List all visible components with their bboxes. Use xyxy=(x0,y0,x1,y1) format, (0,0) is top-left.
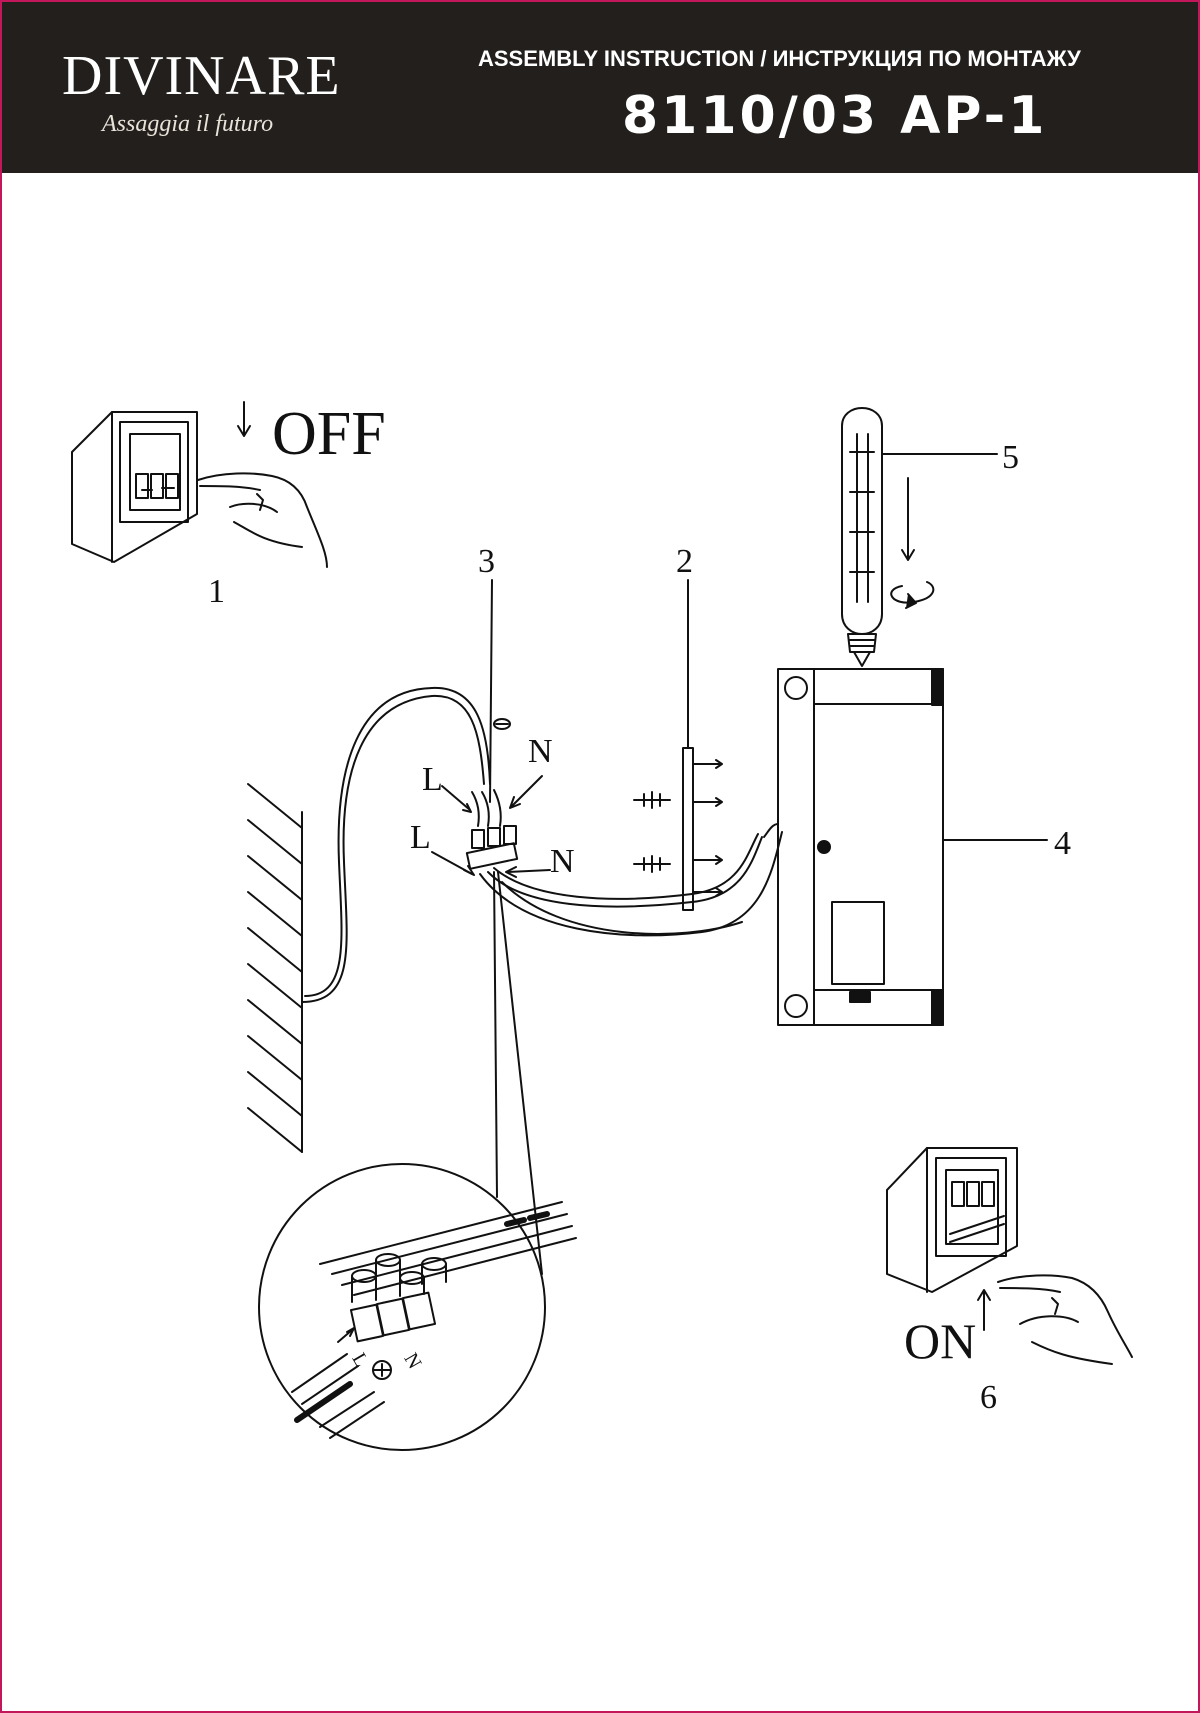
wire-n-label: N xyxy=(528,733,553,770)
bulb-icon xyxy=(841,407,883,667)
model-number: 8110/03 AP-1 xyxy=(622,86,1048,146)
terminal-n-label: N xyxy=(550,843,575,880)
brand-logo: DIVINARE xyxy=(62,45,341,107)
switch-box-off-icon xyxy=(71,411,198,563)
header-banner: DIVINARE Assaggia il futuro ASSEMBLY INS… xyxy=(2,2,1198,173)
step-4-label: 4 xyxy=(1054,825,1071,862)
hand-off-icon xyxy=(197,472,328,568)
wire-leader-lines xyxy=(431,579,551,1275)
lamp-cables-icon xyxy=(479,831,783,937)
arrow-up-on-icon xyxy=(977,1289,991,1331)
arrow-down-off-icon xyxy=(237,401,251,437)
connection-detail-icon xyxy=(258,1163,577,1451)
terminal-l-label: L xyxy=(410,819,431,856)
switch-box-on-icon xyxy=(886,1147,1018,1293)
callout-lines xyxy=(881,453,1048,841)
terminal-block-icon xyxy=(465,718,519,870)
mounting-bracket-icon xyxy=(633,579,723,911)
detail-n-label: N xyxy=(399,1349,425,1373)
step-3-label: 3 xyxy=(478,543,495,580)
off-label: OFF xyxy=(272,400,386,468)
step-5-label: 5 xyxy=(1002,439,1019,476)
on-label: ON xyxy=(904,1313,976,1369)
step-2-label: 2 xyxy=(676,543,693,580)
brand-tagline: Assaggia il futuro xyxy=(102,111,274,137)
install-arrows-icon xyxy=(890,477,935,609)
wall-icon xyxy=(247,783,303,1153)
step-6-label: 6 xyxy=(980,1379,997,1416)
wire-l-label: L xyxy=(422,761,443,798)
lamp-body-icon xyxy=(763,668,944,1026)
mains-cable-icon xyxy=(301,686,491,1003)
detail-l-label: L xyxy=(347,1349,372,1371)
document-title: ASSEMBLY INSTRUCTION / ИНСТРУКЦИЯ ПО МОН… xyxy=(478,46,1081,71)
hand-on-icon xyxy=(997,1274,1133,1365)
step-1-label: 1 xyxy=(208,573,225,610)
assembly-diagram: OFF 1 3 2 5 4 6 ON L N L N L N xyxy=(71,400,1133,1451)
